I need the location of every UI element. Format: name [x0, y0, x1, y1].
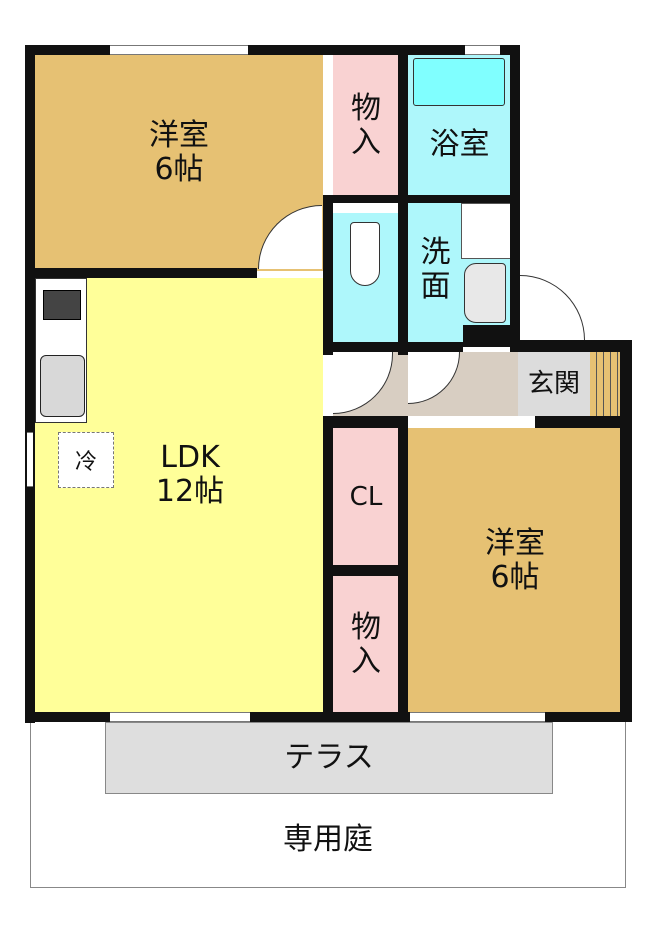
- window: [27, 432, 33, 487]
- washing-machine-space: [461, 203, 511, 259]
- wall: [25, 268, 257, 278]
- fridge-space: 冷: [58, 432, 114, 488]
- closet-top: 物 入: [333, 55, 399, 196]
- stove-icon: [43, 290, 81, 320]
- washroom-label: 洗 面: [420, 235, 451, 304]
- wall: [323, 342, 463, 352]
- wall: [323, 416, 408, 428]
- window: [110, 712, 250, 722]
- wall: [620, 340, 632, 722]
- door-swing: [520, 275, 585, 340]
- wall: [323, 195, 518, 203]
- wall: [510, 340, 632, 352]
- wall: [25, 45, 520, 55]
- wall: [25, 45, 35, 723]
- entrance: 玄関: [518, 352, 590, 416]
- wall: [463, 325, 518, 347]
- wall: [535, 416, 632, 428]
- window: [410, 712, 545, 722]
- cl: CL: [333, 428, 399, 566]
- entrance-step: [590, 352, 622, 416]
- bathtub: [413, 58, 505, 106]
- garden-label: 専用庭: [283, 822, 373, 857]
- sink-icon: [464, 263, 506, 323]
- terrace: テラス: [105, 722, 553, 794]
- window: [465, 45, 500, 55]
- wall: [323, 565, 408, 576]
- wall: [323, 195, 333, 355]
- window: [110, 45, 248, 55]
- kitchen-sink-icon: [40, 355, 85, 417]
- toilet-icon: [350, 222, 380, 286]
- closet-bottom: 物 入: [333, 576, 399, 713]
- bath-label: 浴室: [429, 127, 490, 162]
